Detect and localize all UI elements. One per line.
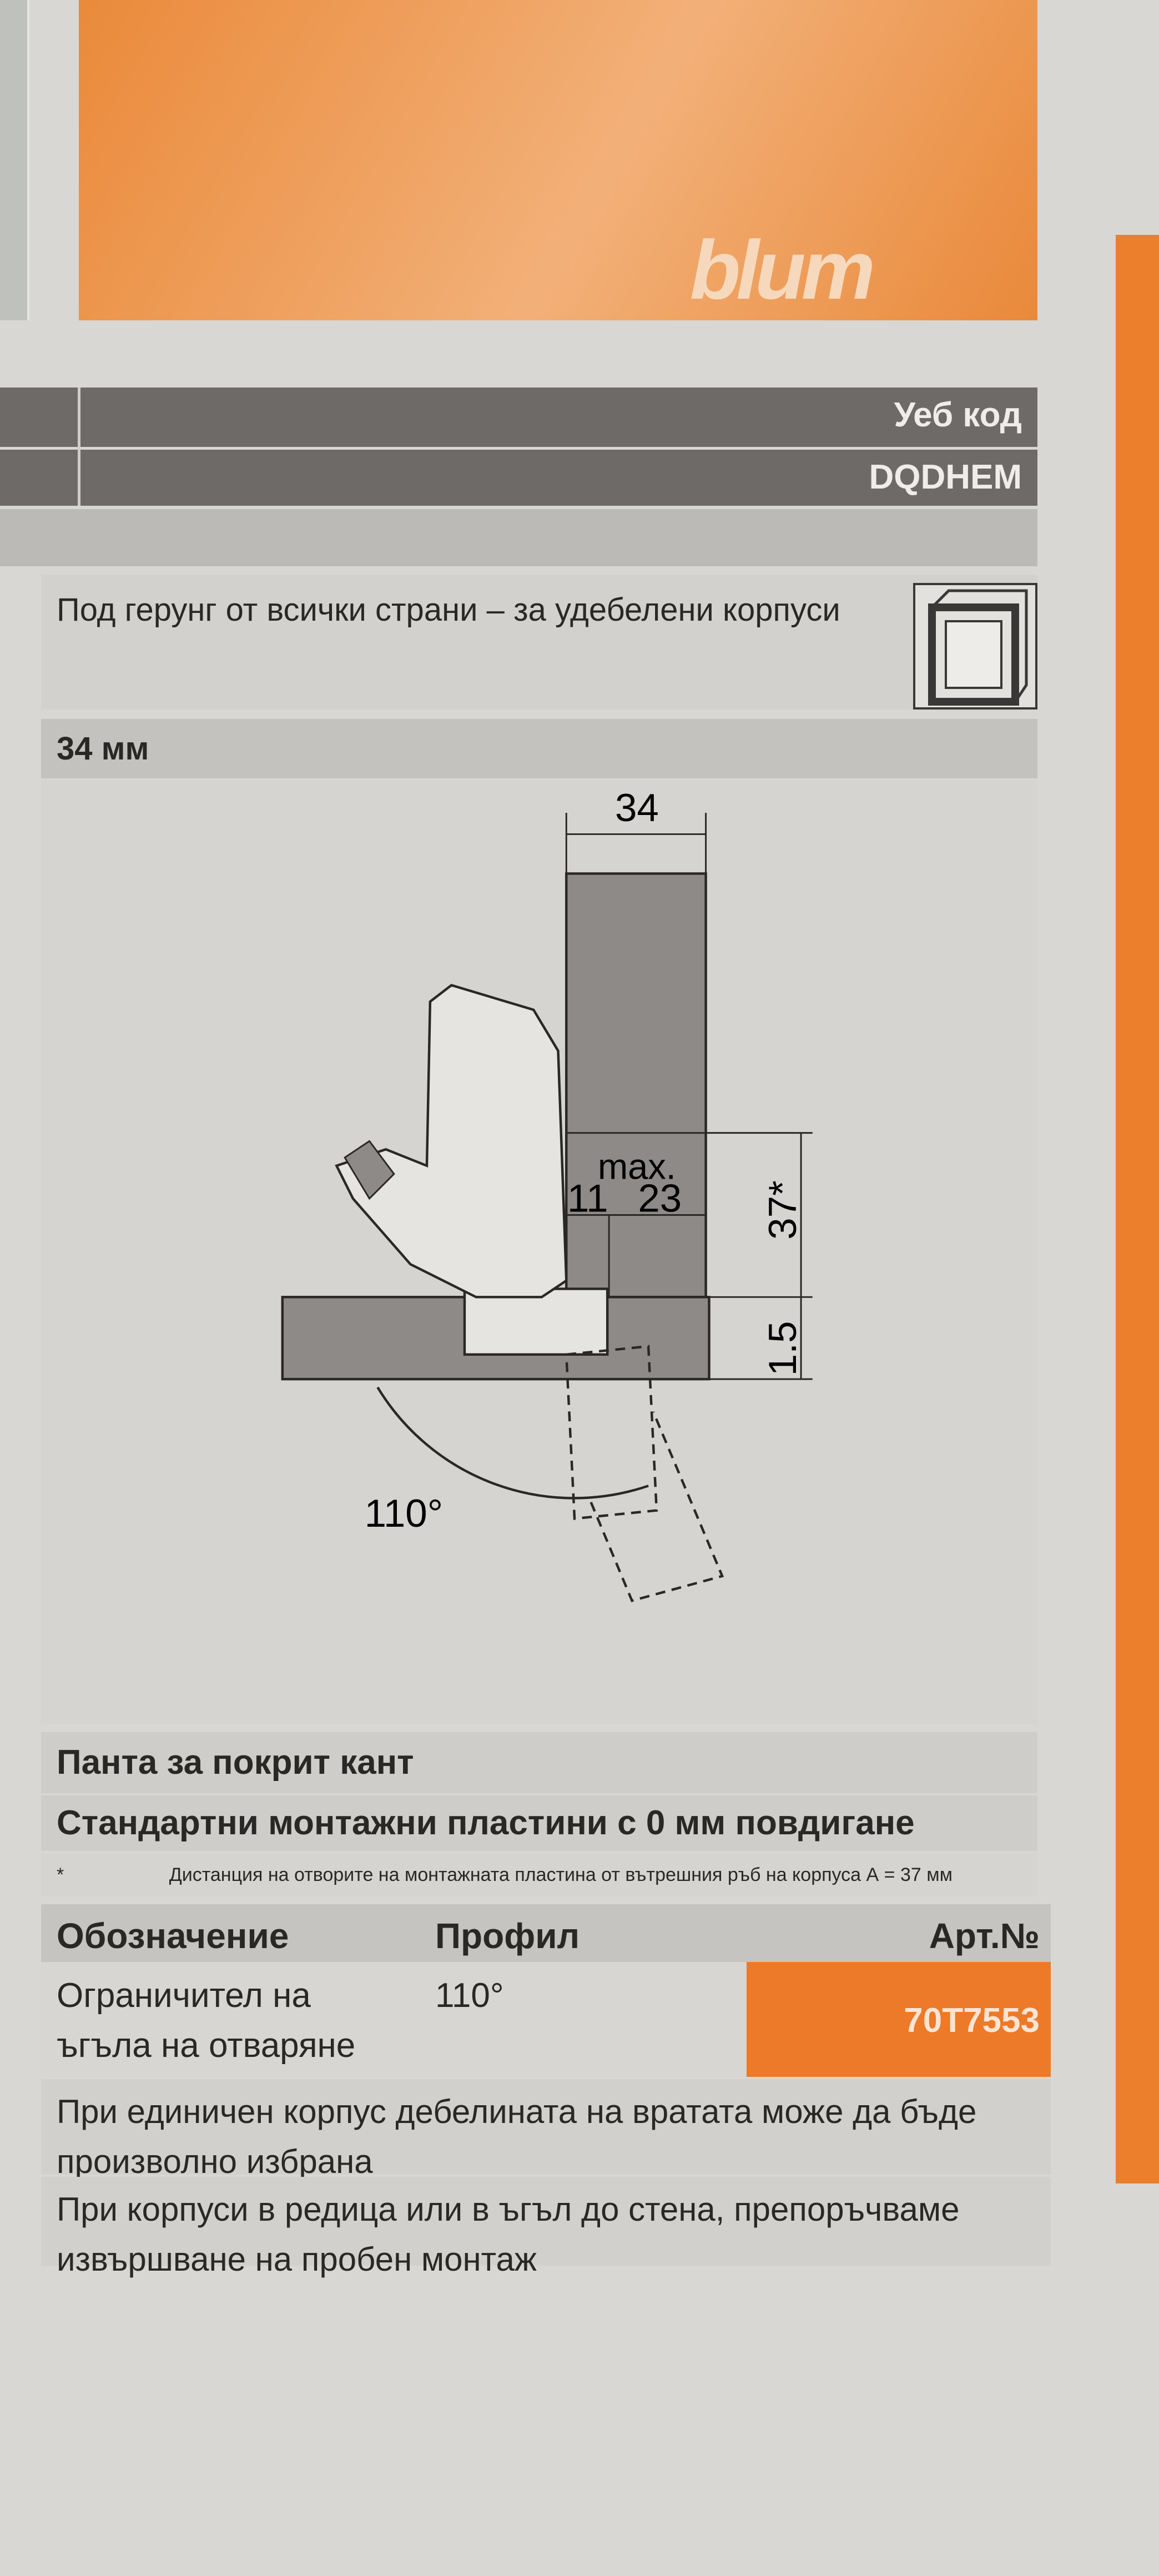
hinge-diagram: 34 max. 11 23 37* 1.5 110° <box>41 780 1037 1724</box>
dim-max-label: max. <box>598 1146 676 1186</box>
footnote-row: * Дистанция на отворите на монтажната пл… <box>41 1853 1037 1896</box>
application-row: Под герунг от всички страни – за удебеле… <box>41 575 1037 710</box>
cabinet-mitred-icon <box>913 583 1037 710</box>
thickness-label: 34 мм <box>41 719 1037 778</box>
profile-cell: 110° <box>435 1976 504 2015</box>
footnote-text: Дистанция на отворите на монтажната плас… <box>169 1864 953 1885</box>
open-door-outline <box>565 1345 724 1602</box>
header-designation: Обозначение <box>57 1916 289 1956</box>
brand-banner: blum <box>79 0 1037 320</box>
application-description: Под герунг от всички страни – за удебеле… <box>57 592 840 628</box>
dim-34: 34 <box>615 786 659 830</box>
header-article: Арт.№ <box>929 1916 1040 1956</box>
hinge-cup <box>463 1287 609 1356</box>
dim-11: 11 <box>567 1177 608 1221</box>
dim-1-5: 1.5 <box>761 1321 805 1376</box>
dimension-lines <box>565 813 813 1380</box>
table-row: Ограничител на ъгъла на отваряне 110° <box>41 1962 747 2077</box>
designation-cell: Ограничител на ъгъла на отваряне <box>57 1971 355 2071</box>
designation-line: ъгъла на отваряне <box>57 2026 356 2065</box>
table-header: Обозначение Профил Арт.№ <box>41 1904 1051 1962</box>
angle-arc <box>376 1386 649 1500</box>
web-code-label: Уеб код <box>0 388 1037 447</box>
hinge-screw <box>344 1140 395 1200</box>
dim-23: 23 <box>638 1177 682 1221</box>
dim-37: 37* <box>761 1180 805 1240</box>
divider <box>78 388 80 506</box>
header-profile: Профил <box>435 1916 580 1956</box>
designation-line: Ограничител на <box>57 1976 311 2015</box>
footnote-mark: * <box>57 1864 64 1885</box>
blum-logo: blum <box>689 223 875 316</box>
section-title: Панта за покрит кант <box>41 1732 1037 1793</box>
angle-label: 110° <box>365 1492 443 1536</box>
cabinet-side <box>565 872 707 1299</box>
note-row-cabinets: При корпуси в редица или в ъгъл до стена… <box>41 2177 1051 2278</box>
section-band <box>0 509 1037 566</box>
page-edge-tab <box>1116 235 1159 2183</box>
section-subtitle: Стандартни монтажни пластини с 0 мм повд… <box>41 1795 1037 1851</box>
web-code-value: DQDHEM <box>0 450 1037 506</box>
article-number-cell: 70T7553 <box>747 1962 1051 2077</box>
note-single-cabinet: При единичен корпус дебелината на вратат… <box>41 2079 1051 2180</box>
adjacent-page-strip <box>0 0 29 320</box>
hinge-arm <box>335 984 568 1299</box>
